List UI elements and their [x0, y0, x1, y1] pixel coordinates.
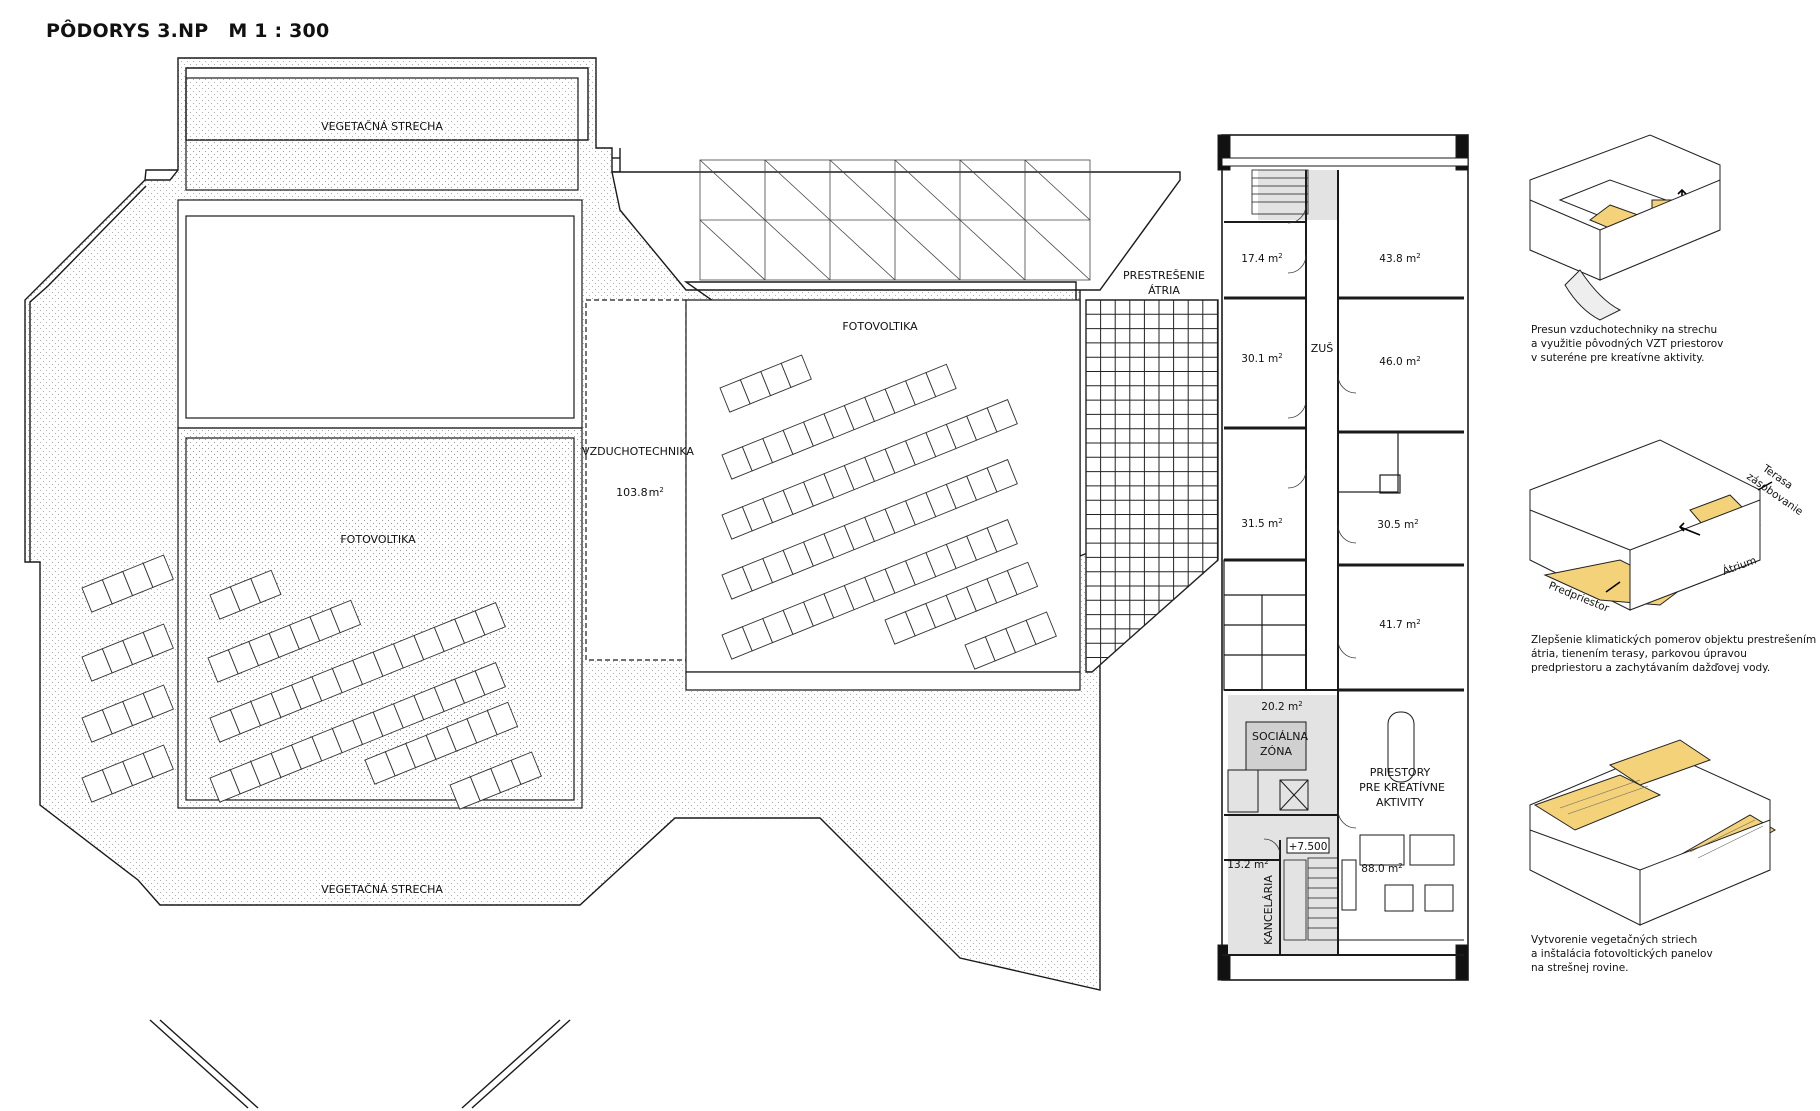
label-level: +7.500: [1289, 841, 1328, 853]
plan-labels: VEGETAČNÁ STRECHA VEGETAČNÁ STRECHA FOTO…: [321, 120, 1445, 945]
label-atrium-roof-1: PRESTREŠENIE: [1123, 269, 1205, 282]
label-creative-3: AKTIVITY: [1376, 796, 1424, 809]
pv-strip: [449, 751, 542, 810]
label-veg-roof-top: VEGETAČNÁ STRECHA: [321, 120, 443, 133]
d3-line-3: na strešnej rovine.: [1531, 962, 1629, 974]
pv-strip: [721, 363, 957, 480]
top-canopy-grid: [699, 159, 1091, 281]
room-area-r1: 17.4 m2: [1241, 252, 1282, 265]
room-area-r8: 20.2 m2: [1261, 700, 1302, 713]
pv-strip: [719, 354, 812, 413]
room-area-r6: 30.5 m2: [1377, 518, 1418, 531]
diagram-1: [1529, 134, 1721, 321]
d2-line-1: Zlepšenie klimatických pomerov objektu p…: [1531, 634, 1817, 646]
pv-strip: [721, 519, 1018, 660]
d2-line-3: predpriestoru a zachytávaním dažďovej vo…: [1531, 662, 1771, 674]
pv-strip: [364, 701, 519, 785]
label-veg-roof-bottom: VEGETAČNÁ STRECHA: [321, 883, 443, 896]
d3-accent-3: [1608, 739, 1712, 786]
roof-inner-blocks: [177, 77, 1081, 809]
room-area-r2: 43.8 m2: [1379, 252, 1420, 265]
d2-line-2: átria, tienením terasy, parkovou úpravou: [1531, 648, 1747, 660]
room-area-r4: 46.0 m2: [1379, 355, 1420, 368]
room-area-r3: 30.1 m2: [1241, 352, 1282, 365]
diagram-3-caption: Vytvorenie vegetačných striech a inštalá…: [1531, 933, 1713, 975]
d3-accent-1: [1533, 774, 1662, 831]
d1-line-2: a využitie pôvodných VZT priestorov: [1531, 338, 1724, 350]
room-area-r7: 41.7 m2: [1379, 618, 1420, 631]
atrium-roof-grid: [1085, 299, 1219, 673]
building: [1217, 134, 1469, 981]
label-creative-2: PRE KREATÍVNE: [1359, 781, 1445, 794]
label-pv-middle: FOTOVOLTIKA: [842, 320, 918, 333]
room-area-r10: 13.2 m2: [1227, 858, 1268, 871]
pv-strip: [81, 744, 174, 803]
pv-strip: [81, 623, 174, 682]
pv-strip: [209, 602, 506, 743]
label-social-1: SOCIÁLNA: [1252, 730, 1308, 743]
d3-line-2: a inštalácia fotovoltických panelov: [1531, 948, 1713, 960]
pv-strip: [209, 662, 506, 803]
label-creative-1: PRIESTORY: [1370, 766, 1431, 779]
diagram-2: Terasa zásobovanie Átrium Predpriestor: [1529, 439, 1805, 615]
label-pv-left: FOTOVOLTIKA: [340, 533, 416, 546]
diagram-2-caption: Zlepšenie klimatických pomerov objektu p…: [1531, 633, 1816, 675]
room-area-r5: 31.5 m2: [1241, 517, 1282, 530]
pv-strip: [81, 684, 174, 743]
title-scale: M 1 : 300: [228, 20, 330, 42]
label-social-2: ZÓNA: [1260, 745, 1292, 758]
label-zus: ZUŠ: [1311, 342, 1334, 355]
room-area-r9: 88.0 m2: [1361, 862, 1402, 875]
label-hvac-area: 103.8m2: [616, 486, 664, 499]
label-atrium-roof-2: ÁTRIA: [1148, 284, 1180, 297]
title-name: PÔDORYS 3.NP: [46, 20, 209, 42]
drawing-title: PÔDORYS 3.NP M 1 : 300: [46, 20, 349, 42]
pv-panels: [81, 354, 1057, 810]
pv-strip: [964, 611, 1057, 670]
pv-strip: [884, 561, 1039, 645]
label-office: KANCELÁRIA: [1262, 875, 1275, 945]
pv-strip: [209, 569, 282, 620]
diagram-3: [1529, 739, 1776, 926]
d1-line-1: Presun vzduchotechniky na strechu: [1531, 324, 1718, 336]
room-labels: 17.4 m2 43.8 m2 30.1 m2 46.0 m2 31.5 m2 30.5 …: [1227, 252, 1420, 875]
level-box: [1286, 837, 1330, 854]
pv-strip: [81, 554, 174, 613]
label-hvac: VZDUCHOTECHNIKA: [582, 445, 694, 458]
diagram-1-caption: Presun vzduchotechniky na strechu a využ…: [1531, 323, 1723, 365]
pv-strip: [721, 459, 1018, 600]
d3-line-1: Vytvorenie vegetačných striech: [1531, 934, 1698, 946]
pv-strip: [207, 599, 362, 683]
pv-strip: [721, 399, 1018, 540]
d1-line-3: v suteréne pre kreatívne aktivity.: [1531, 352, 1705, 364]
